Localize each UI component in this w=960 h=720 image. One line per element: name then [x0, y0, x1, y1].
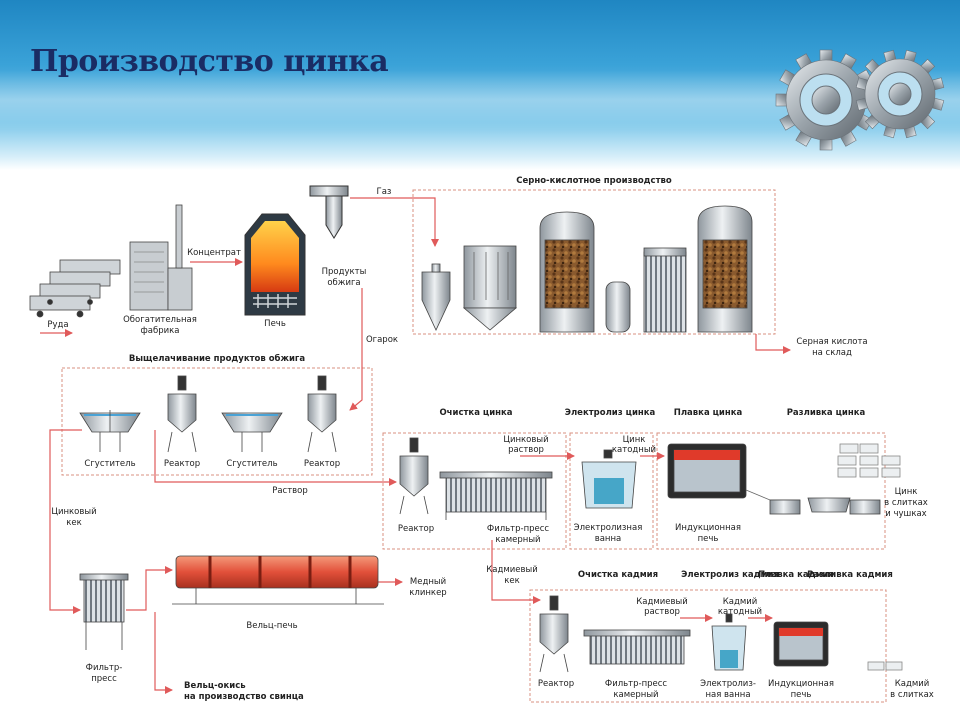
label-filter-press-2: камерный — [495, 535, 540, 545]
label-ore: Руда — [47, 320, 68, 330]
label-plant: Обогатительная — [123, 315, 197, 325]
label-roast-2: обжига — [327, 278, 360, 288]
label-filter-press-5: Фильтр-пресс — [605, 679, 668, 689]
label-reactor-3: Реактор — [398, 524, 434, 534]
label-waelz-oxide: Вельц-окись — [184, 681, 246, 691]
section-leaching: Выщелачивание продуктов обжига — [129, 353, 305, 364]
arrow-gas — [350, 197, 439, 247]
label-cadmium-solution-2: раствор — [644, 607, 680, 617]
label-copper-2: клинкер — [409, 588, 446, 598]
gear-icon — [775, 49, 945, 151]
label-cadmium-solution: Кадмиевый — [636, 597, 688, 607]
label-copper: Медный — [410, 577, 446, 587]
label-cadmium-coke-2: кек — [504, 576, 520, 586]
label-zinc-coke: Цинковый — [51, 507, 96, 517]
label-electro-bath-4: ная ванна — [705, 690, 750, 700]
label-solution: Раствор — [272, 486, 308, 496]
label-roast: Продукты — [322, 267, 367, 277]
label-electro-bath-2: ванна — [595, 534, 622, 544]
arrow-cadmium-coke — [491, 540, 541, 604]
label-electro-bath-3: Электролиз- — [700, 679, 756, 689]
cadmium-equipment — [539, 595, 903, 673]
ore-wagons — [29, 259, 121, 318]
section-sulfuric: Серно-кислотное производство — [516, 176, 672, 186]
label-cadmium-ingots: Кадмий — [895, 679, 930, 689]
frame-sulfuric — [412, 189, 776, 335]
section-zinc-casting: Разливка цинка — [787, 408, 866, 418]
label-cadmium-ingots-2: в слитках — [890, 690, 934, 700]
arrow-acid — [755, 334, 791, 354]
label-zinc-ingots-2: в слитках — [884, 498, 928, 508]
frame-zinc-purification — [382, 432, 567, 550]
frame-leaching — [61, 367, 373, 476]
label-cadmium-cathodes: Кадмий — [723, 597, 758, 607]
label-filter-press-4: пресс — [91, 674, 117, 684]
label-zinc-ingots: Цинк — [895, 487, 918, 497]
waelz-equipment — [79, 555, 384, 650]
label-induction-4: печь — [791, 690, 812, 700]
arrow-waelz-oxide — [154, 612, 173, 694]
section-cadmium-casting: Разливка кадмия — [807, 570, 893, 580]
label-plant-2: фабрика — [141, 326, 180, 336]
zinc-equipment — [399, 437, 901, 520]
label-zinc-cathodes: Цинк — [623, 435, 646, 445]
label-induction-2: печь — [698, 534, 719, 544]
label-induction: Индукционная — [675, 523, 741, 533]
arrow-cinder — [349, 288, 363, 411]
label-electro-bath: Электролизная — [574, 523, 643, 533]
label-waelz-oxide-2: на производство свинца — [184, 692, 304, 702]
label-acid: Серная кислота — [796, 337, 867, 347]
leaching-equipment — [79, 375, 337, 453]
label-cadmium-coke: Кадмиевый — [486, 565, 538, 575]
section-zinc-purification: Очистка цинка — [439, 408, 512, 418]
label-zinc-ingots-3: и чушках — [885, 509, 926, 519]
arrow-zinc-coke — [49, 429, 82, 614]
label-gas: Газ — [377, 187, 392, 197]
label-cinder: Огарок — [366, 335, 398, 345]
label-reactor-2: Реактор — [304, 459, 340, 469]
label-reactor-1: Реактор — [164, 459, 200, 469]
beneficiation-plant — [129, 204, 193, 311]
section-zinc-melting: Плавка цинка — [674, 408, 743, 418]
label-filter-press: Фильтр-пресс — [487, 524, 550, 534]
section-cadmium-purification: Очистка кадмия — [578, 570, 658, 580]
label-thickener-1: Сгуститель — [84, 459, 135, 469]
section-cadmium-electrolysis: Электролиз кадмия — [681, 570, 779, 580]
arrow-to-kiln — [126, 566, 173, 611]
page-title: Производство цинка — [30, 44, 389, 79]
section-cadmium-melting: Плавка кадмия — [758, 570, 834, 580]
label-filter-press-6: камерный — [613, 690, 658, 700]
section-zinc-electrolysis: Электролиз цинка — [565, 408, 656, 418]
label-concentrate: Концентрат — [187, 248, 241, 258]
label-zinc-coke-2: кек — [66, 518, 82, 528]
sulfuric-acid-equipment — [421, 205, 753, 333]
label-zinc-solution: Цинковый — [503, 435, 548, 445]
label-furnace: Печь — [264, 319, 286, 329]
label-induction-3: Индукционная — [768, 679, 834, 689]
label-acid-2: на склад — [812, 348, 852, 358]
frame-cadmium-main — [529, 589, 887, 703]
frame-zinc-melting — [656, 432, 886, 550]
label-cadmium-cathodes-2: катодный — [718, 607, 762, 617]
arrow-solution — [154, 430, 397, 486]
label-zinc-solution-2: раствор — [508, 445, 544, 455]
frame-zinc-electrolysis — [569, 432, 654, 550]
label-filter-press-3: Фильтр- — [86, 663, 123, 673]
label-thickener-2: Сгуститель — [226, 459, 277, 469]
label-reactor-4: Реактор — [538, 679, 574, 689]
label-waelz-kiln: Вельц-печь — [246, 621, 297, 631]
label-zinc-cathodes-2: катодный — [612, 445, 656, 455]
roasting-furnace — [244, 185, 349, 316]
